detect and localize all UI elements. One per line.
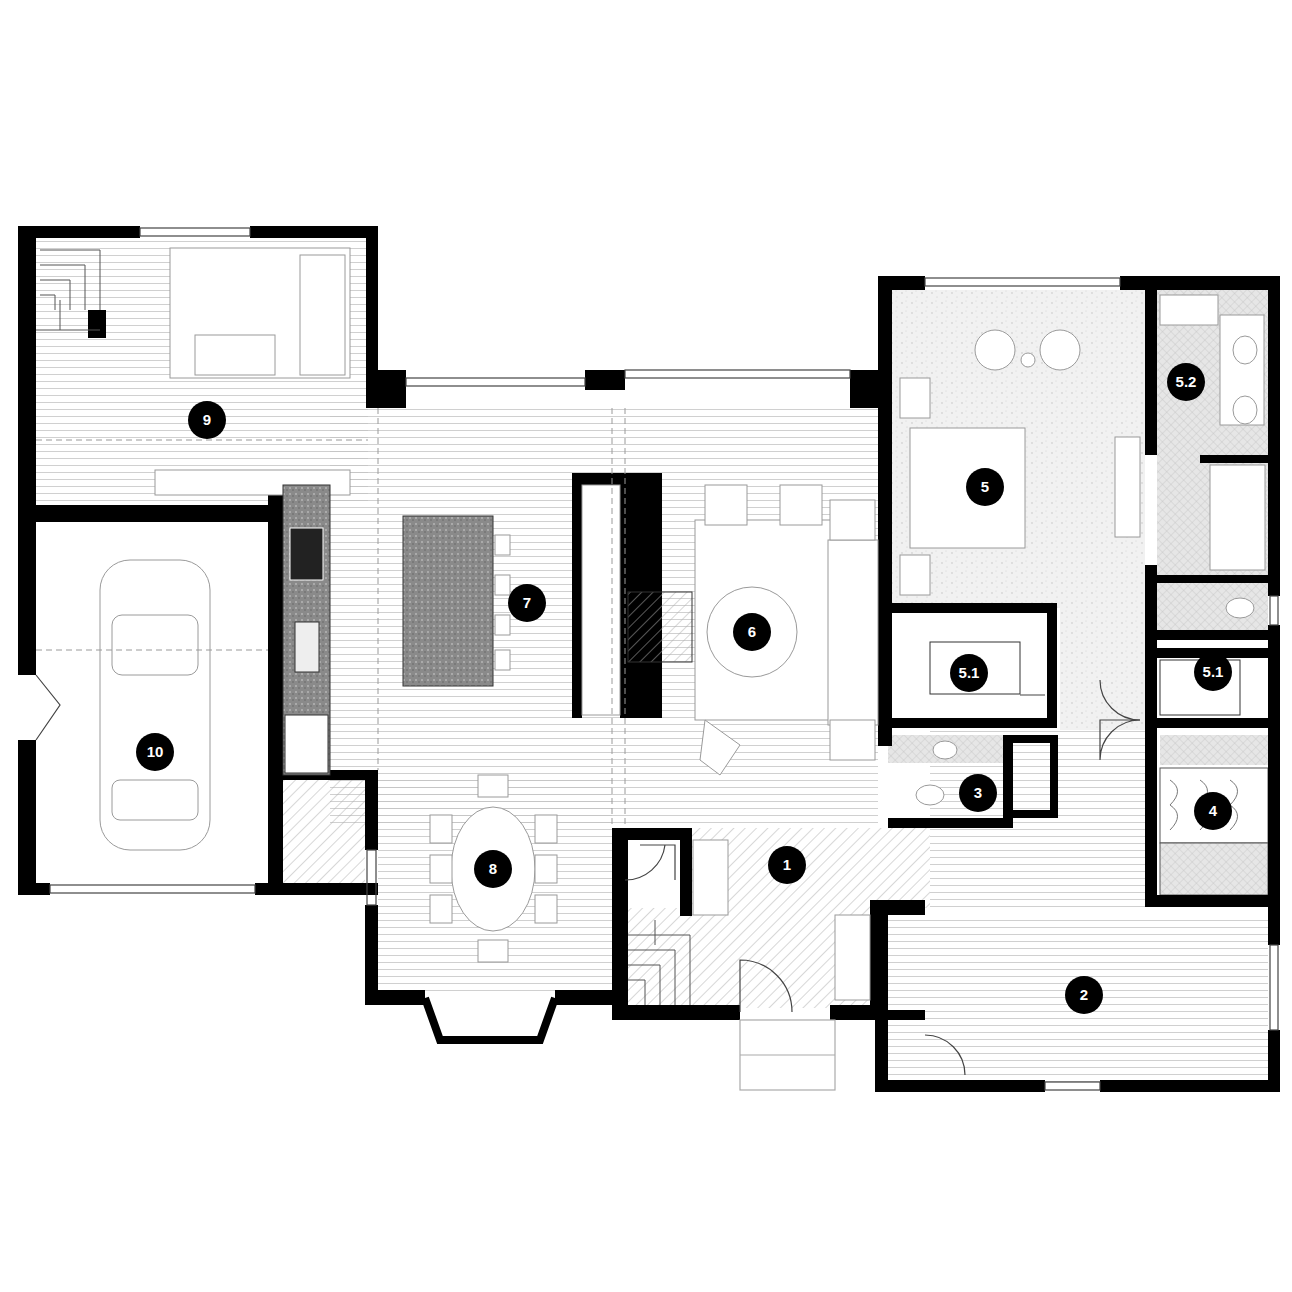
furniture (36, 248, 1265, 1000)
callout-number: 5.2 (1166, 362, 1206, 402)
callout-number: 6 (732, 612, 772, 652)
callout-number: 2 (1064, 975, 1104, 1015)
callout-number: 1 (767, 845, 807, 885)
callout-number: 10 (135, 732, 175, 772)
callout-number: 3 (958, 773, 998, 813)
callout-number: 5.1 (1193, 652, 1233, 692)
callout-markers (136, 363, 1232, 1014)
floor-finishes (36, 238, 1268, 1082)
walls (18, 226, 1280, 1092)
callout-number: 9 (187, 400, 227, 440)
callout-number: 8 (473, 849, 513, 889)
callout-number: 4 (1193, 791, 1233, 831)
callout-number: 5 (965, 467, 1005, 507)
callout-number: 5.1 (949, 653, 989, 693)
windows-and-doors (36, 228, 1278, 1090)
stairs (36, 250, 690, 1005)
callout-number: 7 (507, 583, 547, 623)
